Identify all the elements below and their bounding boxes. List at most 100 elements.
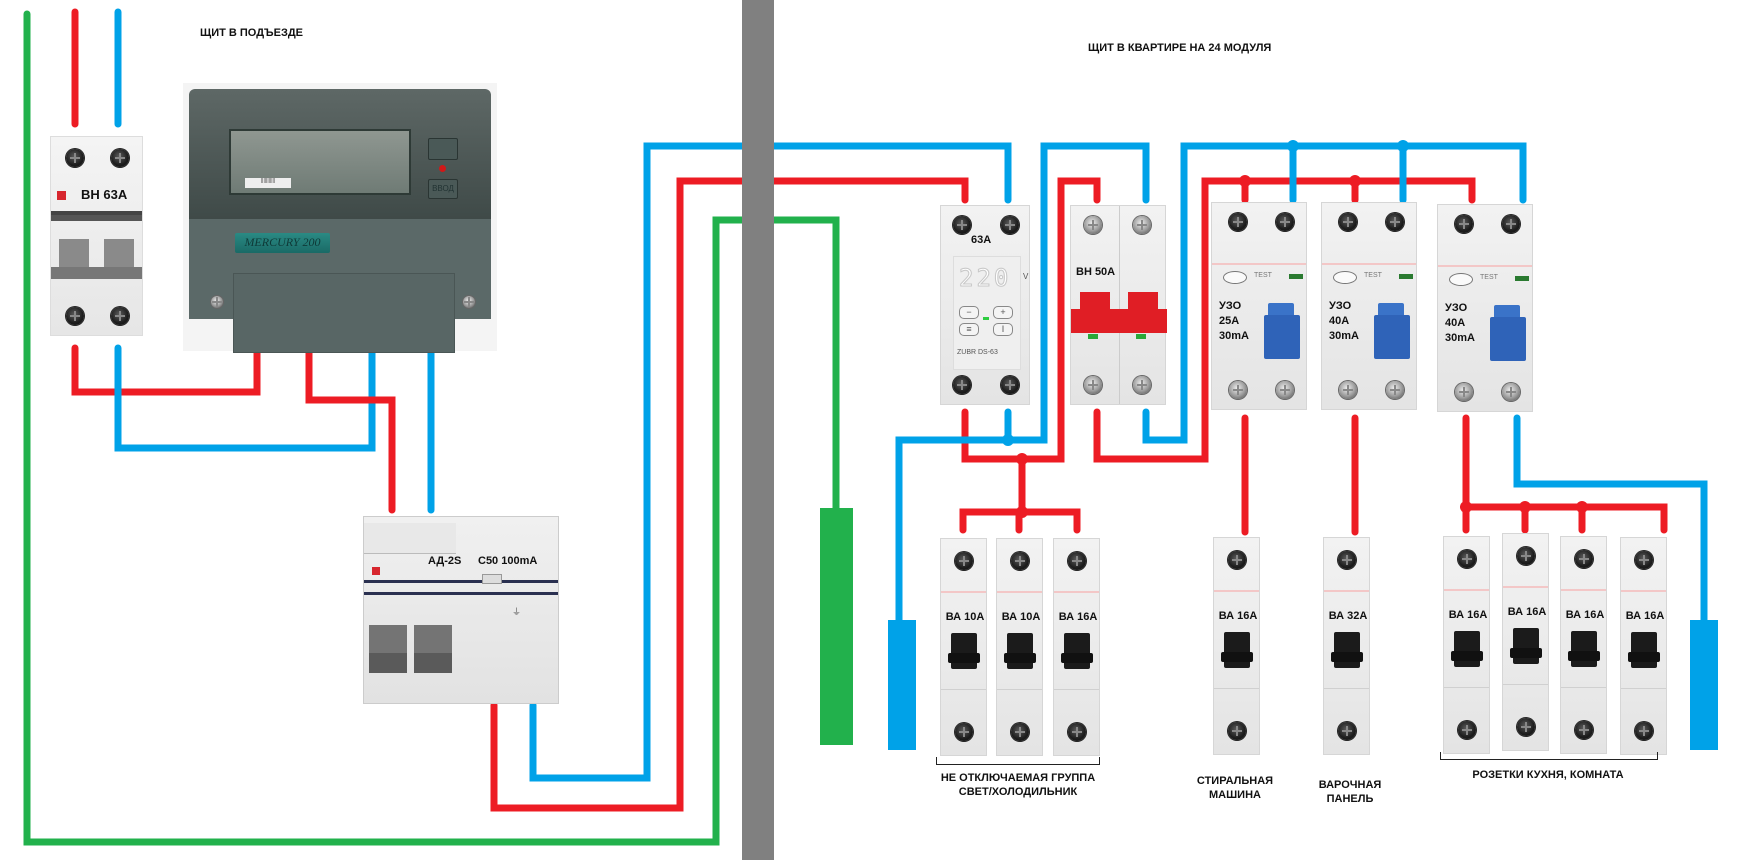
- power-button[interactable]: I: [993, 323, 1013, 336]
- plus-button[interactable]: +: [993, 306, 1013, 319]
- led-icon: [439, 165, 446, 172]
- junction-dot: [1287, 140, 1299, 152]
- test-button[interactable]: [482, 574, 502, 584]
- voltage-relay[interactable]: 63A 220 V − + ≡ I ZUBR DS-63: [940, 205, 1030, 405]
- breaker-label: ВА 16А: [1218, 610, 1258, 622]
- circuit-breaker[interactable]: ВА 16А: [1502, 533, 1549, 751]
- terminal-cover: [233, 273, 455, 353]
- junction-dot: [1460, 501, 1472, 513]
- ekf-logo-icon: [57, 191, 66, 200]
- electricity-meter: ||||||||||| ВВОД MERCURY 200: [183, 83, 497, 353]
- circuit-breaker[interactable]: ВА 32А: [1323, 537, 1370, 755]
- terminal-screw-icon: [1635, 551, 1653, 569]
- toggle-icon: [1628, 632, 1660, 668]
- minus-button[interactable]: −: [959, 306, 979, 319]
- terminal-screw-icon: [1575, 721, 1593, 739]
- junction-dot: [1016, 506, 1028, 518]
- circuit-breaker[interactable]: ВА 16А: [1213, 537, 1260, 755]
- phase-relay-out: [961, 177, 1101, 463]
- meter-button[interactable]: [428, 138, 458, 160]
- test-label: TEST: [1254, 272, 1272, 279]
- status-led-icon: [1399, 274, 1413, 279]
- rcd-leakage: 30mA: [1445, 332, 1475, 344]
- neutral-bar-right: [1690, 620, 1718, 750]
- junction-dot: [1239, 175, 1251, 187]
- voltage-display: 220: [958, 264, 1012, 293]
- group-label-line: МАШИНА: [1209, 789, 1261, 801]
- terminal-screw-icon: [1339, 381, 1357, 399]
- toggle-icon: [1451, 631, 1483, 667]
- neutral-to-bar: [895, 436, 1012, 624]
- ekf-logo-icon: [372, 567, 380, 575]
- rcd-leakage: 30mA: [1329, 330, 1359, 342]
- main-switch-50a[interactable]: ВН 50А: [1070, 205, 1167, 405]
- terminal-screw-icon: [1517, 547, 1535, 565]
- terminal-screw-icon: [1001, 216, 1019, 234]
- test-button[interactable]: [1449, 273, 1473, 286]
- junction-dot: [1519, 501, 1531, 513]
- terminal-screw-icon: [1068, 552, 1086, 570]
- circuit-breaker[interactable]: ВА 16А: [1560, 536, 1607, 754]
- breaker-label: ВА 10А: [1001, 611, 1041, 623]
- junction-dot: [1002, 434, 1014, 446]
- circuit-breaker[interactable]: ВА 10А: [996, 538, 1043, 756]
- phase-rcd-bus: [1093, 177, 1476, 463]
- relay-rating-label: 63A: [971, 234, 992, 246]
- wall-divider: [742, 0, 774, 860]
- enter-button[interactable]: ВВОД: [428, 179, 458, 199]
- circuit-breaker[interactable]: ВА 16А: [1620, 537, 1667, 755]
- terminal-screw-icon: [1011, 723, 1029, 741]
- terminal-screw-icon: [1229, 381, 1247, 399]
- rcd-rating: 25А: [1219, 315, 1240, 327]
- menu-button[interactable]: ≡: [959, 323, 979, 336]
- group-label-hob: ВАРОЧНАЯ ПАНЕЛЬ: [1305, 778, 1395, 806]
- test-button[interactable]: [1223, 271, 1247, 284]
- group-label-sockets: РОЗЕТКИ КУХНЯ, КОМНАТА: [1472, 769, 1624, 781]
- phase-sockets-bus: [1462, 414, 1668, 534]
- main-switch-50a-label: ВН 50А: [1076, 266, 1116, 278]
- terminal-screw-icon: [1338, 551, 1356, 569]
- terminal-screw-icon: [1084, 216, 1102, 234]
- neutral-to-bar-right: [1513, 414, 1708, 624]
- ground-bar: [820, 508, 853, 745]
- ground-wire: [23, 10, 840, 846]
- rcd-3[interactable]: TEST УЗО 40А 30mA: [1437, 204, 1533, 412]
- status-led-icon: [1515, 276, 1529, 281]
- toggle-icon: [1374, 315, 1410, 359]
- toggle-icon: [1004, 633, 1036, 669]
- rcbo-ad2s[interactable]: АД-2S C50 100mA ⏚: [363, 516, 559, 704]
- main-switch-63a[interactable]: ВН 63А: [50, 136, 143, 336]
- rcd-rating: 40А: [1445, 317, 1466, 329]
- rcd-2[interactable]: TEST УЗО 40А 30mA: [1321, 202, 1417, 410]
- circuit-breaker[interactable]: ВА 16А: [1443, 536, 1490, 754]
- circuit-breaker[interactable]: ВА 16А: [1053, 538, 1100, 756]
- terminal-screw-icon: [1575, 550, 1593, 568]
- toggle-icon: [1080, 292, 1110, 314]
- test-button[interactable]: [1333, 271, 1357, 284]
- toggle-icon: [1128, 292, 1158, 314]
- toggle-icon: [948, 633, 980, 669]
- terminal-screw-icon: [66, 307, 84, 325]
- unit-label: V: [1023, 272, 1029, 281]
- terminal-screw-icon: [1276, 381, 1294, 399]
- terminal-screw-icon: [955, 723, 973, 741]
- group-label-line: ПАНЕЛЬ: [1326, 793, 1374, 805]
- toggle-icon: [1061, 633, 1093, 669]
- neutral-rcd-bus: [1142, 142, 1527, 444]
- terminal-screw-icon: [111, 307, 129, 325]
- phase-feed: [490, 177, 969, 812]
- circuit-breaker[interactable]: ВА 10А: [940, 538, 987, 756]
- terminal-screw-icon: [1084, 376, 1102, 394]
- toggle-icon: [1264, 315, 1300, 359]
- terminal-screw-icon: [1502, 383, 1520, 401]
- terminal-screw-icon: [1635, 722, 1653, 740]
- terminal-screw-icon: [1001, 376, 1019, 394]
- group-label-washing: СТИРАЛЬНАЯ МАШИНА: [1190, 774, 1280, 802]
- neutral-bar-left: [888, 620, 916, 750]
- terminal-screw-icon: [111, 149, 129, 167]
- terminal-screw-icon: [1011, 552, 1029, 570]
- group-label-always-on: НЕ ОТКЛЮЧАЕМАЯ ГРУППА СВЕТ/ХОЛОДИЛЬНИК: [930, 771, 1106, 799]
- rcd-1[interactable]: TEST УЗО 25А 30mA: [1211, 202, 1307, 410]
- terminal-screw-icon: [1228, 722, 1246, 740]
